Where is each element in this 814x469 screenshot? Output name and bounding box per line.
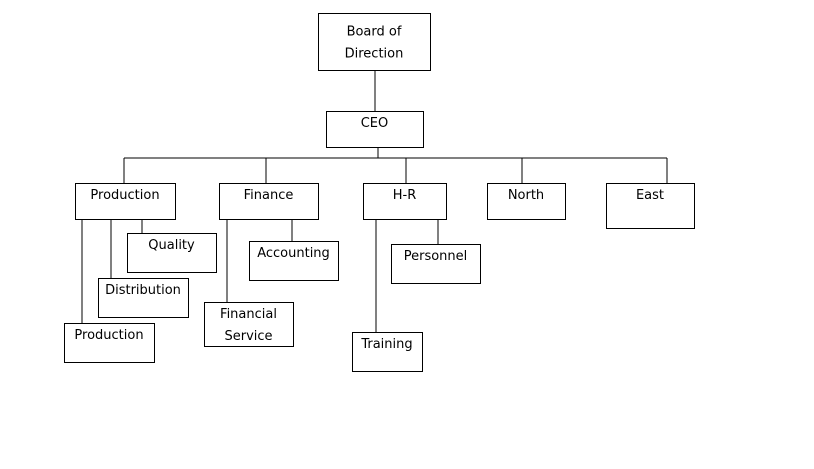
node-box <box>487 183 566 220</box>
node-production-sub: Production <box>64 323 155 363</box>
node-box <box>204 302 294 347</box>
node-label: Board of <box>347 25 402 40</box>
node-label: Personnel <box>404 249 468 264</box>
node-box <box>249 241 339 281</box>
node-label: CEO <box>361 116 389 131</box>
node-accounting: Accounting <box>249 241 339 281</box>
node-quality: Quality <box>127 233 217 273</box>
node-label: Training <box>360 337 412 352</box>
node-label: North <box>508 188 544 203</box>
node-box <box>98 278 189 318</box>
node-label: Direction <box>345 47 404 62</box>
node-box <box>127 233 217 273</box>
connector-lines <box>81 70 668 332</box>
node-label: Production <box>74 328 143 343</box>
org-nodes: Board of Direction CEO Production Finance… <box>64 13 695 372</box>
node-box <box>391 244 481 284</box>
node-box <box>75 183 176 220</box>
node-box <box>352 332 423 372</box>
node-personnel: Personnel <box>391 244 481 284</box>
node-label: Distribution <box>105 283 181 298</box>
node-hr: H-R <box>363 183 447 220</box>
node-box <box>219 183 319 220</box>
node-east: East <box>606 183 695 229</box>
node-label: Financial <box>220 307 277 322</box>
node-label: Production <box>90 188 159 203</box>
node-label: East <box>636 188 664 203</box>
node-label: Accounting <box>257 246 330 261</box>
node-box <box>363 183 447 220</box>
node-label: Finance <box>244 188 294 203</box>
node-label: Service <box>224 329 272 344</box>
node-production: Production <box>75 183 176 220</box>
node-box <box>64 323 155 363</box>
node-box <box>318 13 431 71</box>
node-box <box>326 111 424 148</box>
node-board-of-direction: Board of Direction <box>318 13 431 71</box>
node-finance: Finance <box>219 183 319 220</box>
node-label: H-R <box>393 188 417 203</box>
node-north: North <box>487 183 566 220</box>
node-distribution: Distribution <box>98 278 189 318</box>
node-ceo: CEO <box>326 111 424 148</box>
node-box <box>606 183 695 229</box>
node-training: Training <box>352 332 423 372</box>
node-label: Quality <box>148 238 195 253</box>
